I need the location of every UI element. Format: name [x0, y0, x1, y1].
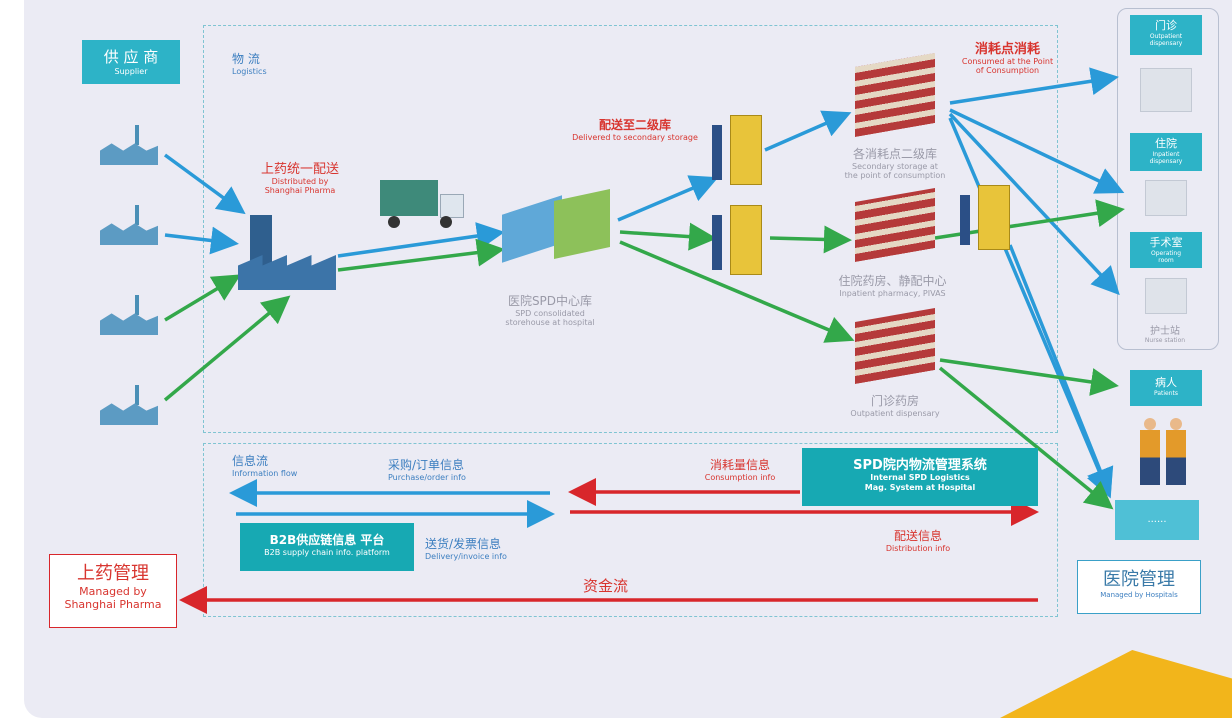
logistics-label: 物 流 Logistics [232, 52, 267, 76]
delivered-secondary-label: 配送至二级库 Delivered to secondary storage [572, 118, 698, 142]
desk-icon [1145, 278, 1187, 314]
consumption-info-label: 消耗量信息 Consumption info [704, 458, 776, 482]
capital-flow-label: 资金流 [583, 577, 629, 595]
b2b-platform-box: B2B供应链信息 平台 B2B supply chain info. platf… [240, 523, 414, 571]
desk-icon [1145, 180, 1187, 216]
patients-box: 病人 Patients [1130, 370, 1202, 406]
spd-storehouse-icon [502, 189, 610, 263]
factory-icon [100, 295, 158, 335]
managed-shanghai-box: 上药管理 Managed by Shanghai Pharma [49, 554, 177, 628]
inpatient-pharmacy-label: 住院药房、静配中心 Inpatient pharmacy, PIVAS [838, 274, 947, 298]
truck-icon [380, 180, 464, 228]
inpatient-dispensary-box: 住院 Inpatient dispensary [1130, 133, 1202, 171]
outpatient-pharmacy-label: 门诊药房 Outpatient dispensary [850, 394, 940, 418]
storage-shelf-icon [855, 52, 935, 138]
desk-icon [1140, 68, 1192, 112]
spd-system-box: SPD院内物流管理系统 Internal SPD Logistics Mag. … [802, 448, 1038, 506]
consumed-point-label: 消耗点消耗 Consumed at the Point of Consumpti… [961, 42, 1054, 75]
shanghai-distribution-label: 上药统一配送 Distributed by Shanghai Pharma [260, 162, 339, 195]
secondary-storage-label: 各消耗点二级库 Secondary storage at the point o… [844, 147, 946, 180]
factory-icon [100, 125, 158, 165]
factory-icon [100, 385, 158, 425]
managed-hospital-box: 医院管理 Managed by Hospitals [1077, 560, 1201, 614]
spd-center-label: 医院SPD中心库 SPD consolidated storehouse at … [505, 294, 595, 327]
info-flow-label: 信息流 Information flow [232, 454, 298, 478]
patients-icon [1140, 418, 1190, 488]
info-region [203, 443, 1058, 617]
supplier-label: 供 应 商 Supplier [82, 40, 180, 84]
distribution-info-label: 配送信息 Distribution info [885, 529, 951, 553]
purchase-info-label: 采购/订单信息 Purchase/order info [388, 458, 466, 482]
delivery-info-label: 送货/发票信息 Delivery/invoice info [425, 537, 507, 561]
cart-icon [960, 185, 1010, 250]
cart-icon [712, 115, 762, 185]
outpatient-dispensary-box: 门诊 Outpatient dispensary [1130, 15, 1202, 55]
nurse-station-label: 护士站 Nurse station [1144, 326, 1186, 344]
cart-icon [712, 205, 762, 275]
factory-icon [100, 205, 158, 245]
operating-room-box: 手术室 Operating room [1130, 232, 1202, 268]
distribution-center-icon [238, 215, 336, 290]
more-box: ...... [1115, 500, 1199, 540]
